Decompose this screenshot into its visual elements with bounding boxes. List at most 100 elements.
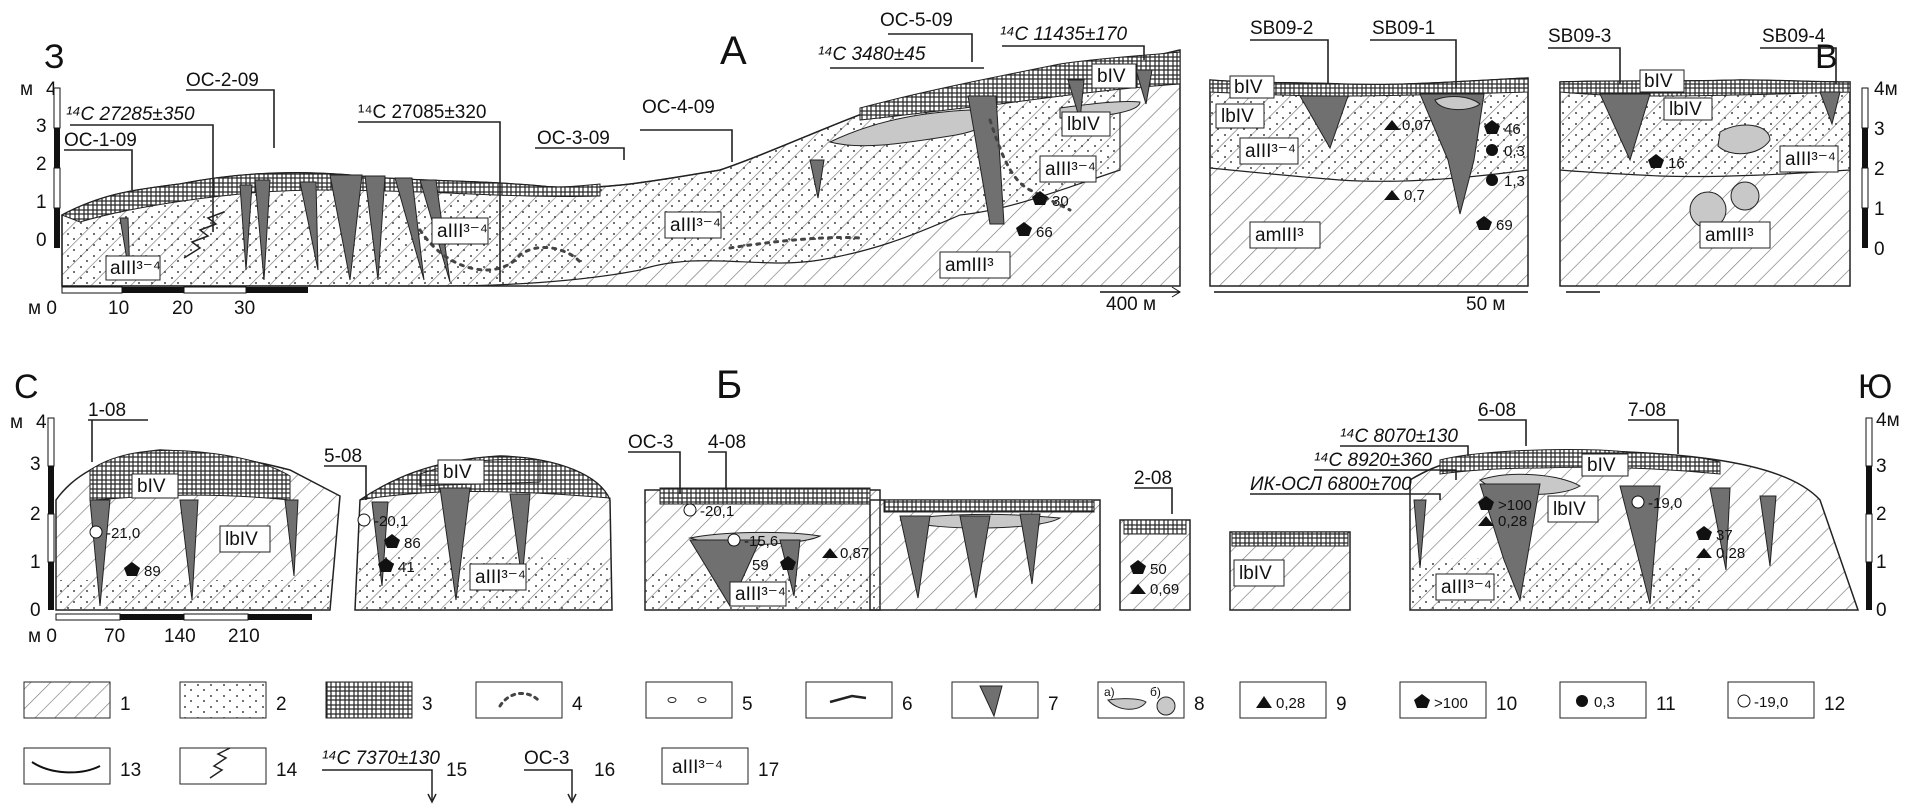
axis-tick: 1	[30, 552, 41, 573]
sample-value: -19,0	[1648, 495, 1682, 512]
site-label: 4-08	[708, 432, 746, 453]
site-label: ОС-4-09	[642, 97, 715, 118]
sample-value: 89	[144, 563, 161, 580]
unit-label: bIV	[137, 476, 166, 497]
sample-value: 30	[1052, 193, 1069, 210]
legend-sub: а)	[1104, 685, 1115, 699]
radiocarbon-date: ¹⁴C 27085±320	[358, 102, 486, 123]
legend-swatch-13	[24, 748, 110, 784]
legend-value: -19,0	[1754, 694, 1788, 711]
axis-tick: 3	[1876, 456, 1887, 477]
legend-swatch-15: ¹⁴C 7370±130	[322, 748, 440, 802]
sample-value: -20,1	[700, 503, 734, 520]
site-label: SB09-3	[1548, 26, 1611, 47]
legend-num: 4	[572, 694, 583, 715]
panel-b-left-axis: м 4 3 2 1 0	[10, 412, 54, 621]
axis-tick: 0	[1874, 239, 1885, 260]
direction-west: З	[44, 38, 65, 76]
legend-num: 14	[276, 760, 298, 781]
unit-label: bIV	[1587, 455, 1616, 476]
sample-value: 86	[404, 535, 421, 552]
legend-value: 0,3	[1594, 694, 1615, 711]
unit-label: aIII³⁻⁴	[670, 215, 721, 236]
legend-num: 8	[1194, 694, 1205, 715]
legend-num: 5	[742, 694, 753, 715]
legend-num: 9	[1336, 694, 1347, 715]
scale-label: 10	[108, 298, 129, 319]
legend-value: >100	[1434, 695, 1468, 712]
soil-b3	[660, 488, 870, 504]
radiocarbon-date: ¹⁴C 11435±170	[1000, 24, 1128, 45]
sample-value: 46	[1504, 121, 1521, 138]
unit-label: amIII³	[945, 255, 994, 276]
axis-tick: 1	[36, 192, 47, 213]
axis-tick: 0	[36, 230, 47, 251]
unit-label: amIII³	[1705, 225, 1754, 246]
legend-num: 1	[120, 694, 131, 715]
site-label: ОС-2-09	[186, 70, 259, 91]
unit-label: aIII³⁻⁴	[475, 567, 526, 588]
sample-value: 50	[1150, 561, 1167, 578]
axis-tick: 3	[30, 454, 41, 475]
sample-value: -20,1	[374, 513, 408, 530]
legend-num: 16	[594, 760, 615, 781]
sample-value: 0,3	[1504, 143, 1525, 160]
axis-unit: м	[20, 79, 33, 100]
legend-num: 10	[1496, 694, 1517, 715]
legend-swatch-14	[180, 748, 266, 784]
section-sb-left: lbIV bIV aIII³⁻⁴ amIII³ 0,07 46 0,3 1,3 …	[1210, 18, 1528, 315]
legend-swatch-5	[646, 682, 732, 718]
legend-num: 15	[446, 760, 467, 781]
soil-b4	[884, 500, 1094, 512]
legend-swatch-6	[806, 682, 892, 718]
axis-tick: 4м	[1876, 410, 1900, 431]
legend-num: 13	[120, 760, 141, 781]
legend-num: 2	[276, 694, 287, 715]
panel-a: З А В м 4 3 2 1 0	[20, 10, 1898, 319]
unit-label: bIV	[1097, 66, 1126, 87]
scale-label: 210	[228, 626, 260, 647]
site-label: 1-08	[88, 400, 126, 421]
direction-south: Ю	[1858, 368, 1892, 406]
legend-num: 6	[902, 694, 913, 715]
site-label: SB09-4	[1762, 26, 1826, 47]
legend-swatch-8: а) б)	[1098, 682, 1184, 718]
unit-label: bIV	[1234, 77, 1263, 98]
radiocarbon-date: ¹⁴C 8920±360	[1314, 450, 1432, 471]
scale-label: 70	[104, 626, 125, 647]
axis-tick: 1	[1874, 199, 1885, 220]
legend-swatch-12: -19,0	[1728, 682, 1814, 718]
panel-a-letter: А	[720, 29, 747, 73]
unit-label: aIII³⁻⁴	[1785, 149, 1836, 170]
scale-label: м 0	[28, 298, 57, 319]
radiocarbon-date: ИК-ОСЛ 6800±700	[1250, 474, 1412, 495]
legend-swatch-10: >100	[1400, 682, 1486, 718]
legend-num: 3	[422, 694, 433, 715]
legend-value: ОС-3	[524, 748, 569, 769]
legend-swatch-2	[180, 682, 266, 718]
scale-label: м 0	[28, 626, 57, 647]
section-sb-right: bIV lbIV aIII³⁻⁴ amIII³ 16 SB09-3 SB09-4	[1548, 26, 1850, 292]
site-label: ОС-1-09	[64, 130, 137, 151]
scale-label: 20	[172, 298, 193, 319]
sample-value: 0,28	[1498, 513, 1527, 530]
direction-north: С	[14, 368, 39, 406]
legend-sub: б)	[1150, 685, 1161, 699]
site-label: ОС-3-09	[537, 128, 610, 149]
site-label: SB09-1	[1372, 18, 1435, 39]
axis-tick: 2	[30, 504, 41, 525]
radiocarbon-date: ¹⁴C 27285±350	[66, 104, 195, 125]
sample-value: 0,69	[1150, 581, 1179, 598]
axis-tick: 4	[36, 412, 47, 433]
legend-swatch-17: aIII³⁻⁴	[662, 748, 748, 784]
sample-value: 16	[1668, 155, 1685, 172]
soil-b1	[90, 450, 290, 500]
panel-a-right-axis: 4м 3 2 1 0	[1862, 79, 1898, 260]
scale-label: 50 м	[1466, 294, 1505, 315]
legend-value: aIII³⁻⁴	[672, 757, 723, 778]
sample-value: 1,3	[1504, 173, 1525, 190]
unit-label: aIII³⁻⁴	[110, 258, 161, 279]
legend-num: 12	[1824, 694, 1845, 715]
